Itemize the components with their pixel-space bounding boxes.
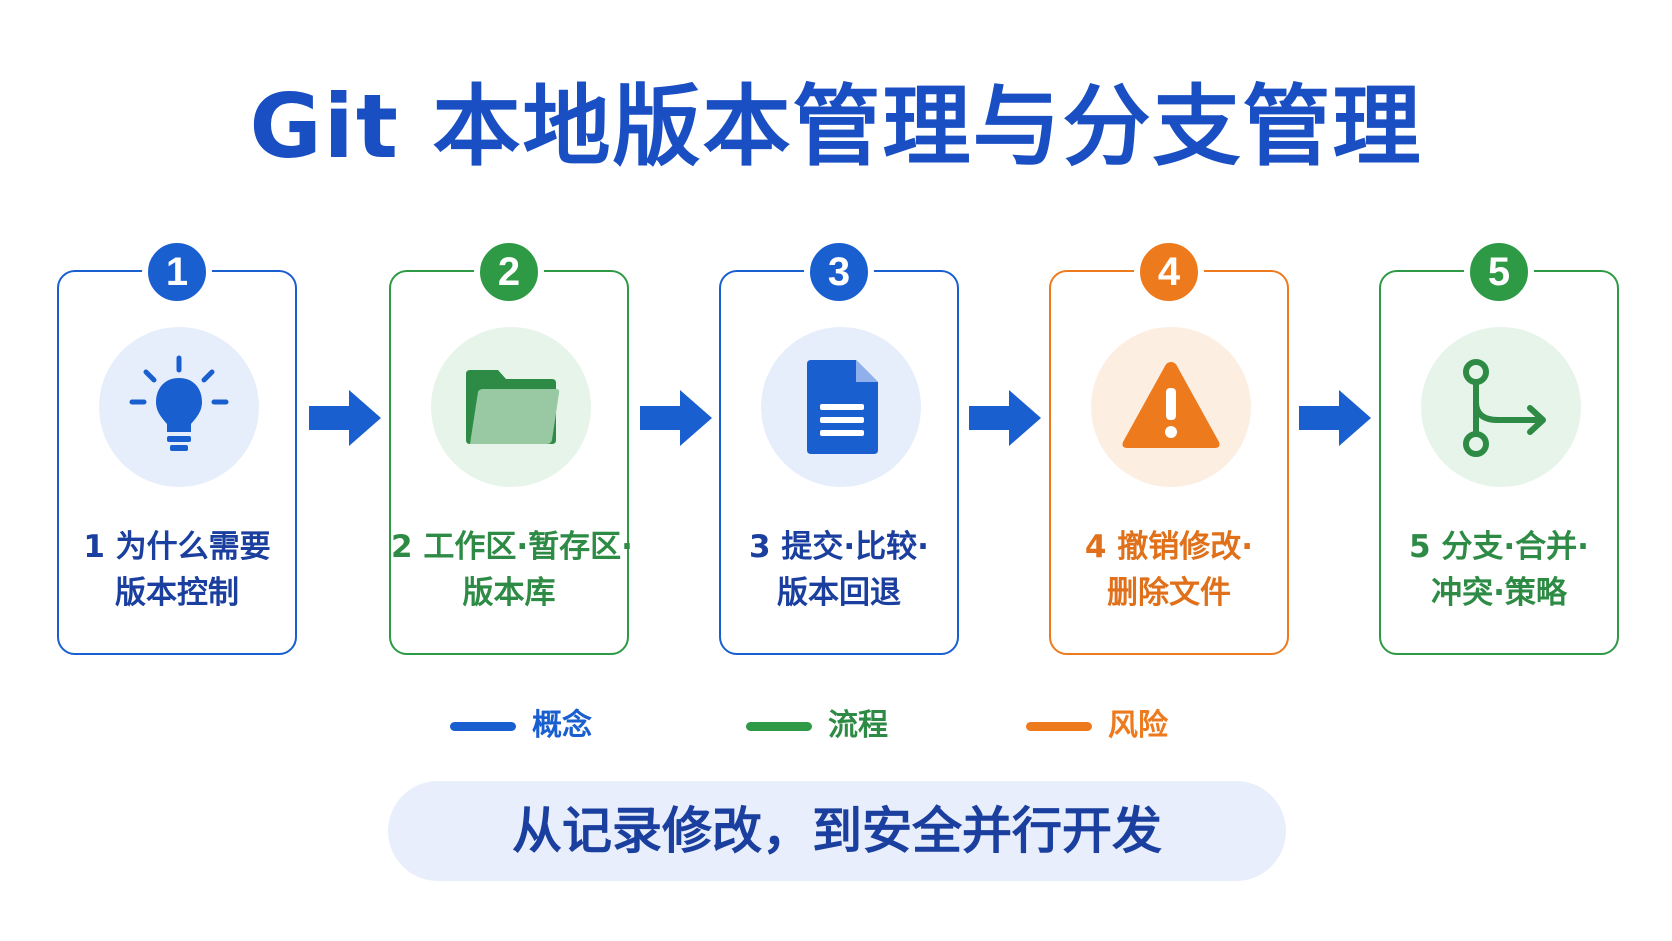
step-badge-2: 2 xyxy=(474,237,544,307)
step-label-line2: 冲突·策略 xyxy=(1431,575,1567,611)
step-label-line2: 版本回退 xyxy=(777,575,901,611)
footer-banner: 从记录修改，到安全并行开发 xyxy=(388,781,1286,881)
arrow-right-icon xyxy=(969,390,1041,446)
step-label-line1: 3 提交·比较· xyxy=(749,529,929,565)
step-label-line2: 版本库 xyxy=(462,575,556,611)
step-label-1: 1 为什么需要 版本控制 xyxy=(59,524,295,616)
legend-label: 概念 xyxy=(532,708,592,743)
step-label-3: 3 提交·比较· 版本回退 xyxy=(721,524,957,616)
icon-circle-1 xyxy=(99,327,259,487)
step-card-3: 3 3 提交·比较· 版本回退 xyxy=(719,237,959,655)
lightbulb-icon xyxy=(129,355,229,451)
step-badge-3: 3 xyxy=(804,237,874,307)
step-label-line1: 2 工作区·暂存区· xyxy=(391,529,633,565)
legend-label: 流程 xyxy=(828,708,888,743)
step-card-4: 4 4 撤销修改· 删除文件 xyxy=(1049,237,1289,655)
step-label-4: 4 撤销修改· 删除文件 xyxy=(1051,524,1287,616)
step-badge-1: 1 xyxy=(142,237,212,307)
step-card-5: 5 5 分支·合并· 冲突·策略 xyxy=(1379,237,1619,655)
icon-circle-3 xyxy=(761,327,921,487)
warning-icon xyxy=(1122,362,1220,448)
legend-swatch-green xyxy=(746,721,812,731)
legend-swatch-orange xyxy=(1026,721,1092,731)
step-label-line1: 4 撤销修改· xyxy=(1084,529,1254,565)
arrow-right-icon xyxy=(309,390,381,446)
step-label-line2: 版本控制 xyxy=(115,575,239,611)
page-title: Git 本地版本管理与分支管理 xyxy=(249,75,1423,178)
branch-icon xyxy=(1463,359,1546,457)
icon-circle-5 xyxy=(1421,327,1581,487)
legend-item-risk: 风险 xyxy=(1026,706,1168,746)
step-card-2: 2 2 工作区·暂存区· 版本库 xyxy=(389,237,633,655)
step-label-5: 5 分支·合并· 冲突·策略 xyxy=(1381,524,1617,616)
arrow-right-icon xyxy=(640,390,712,446)
icon-circle-2 xyxy=(431,327,591,487)
step-badge-4: 4 xyxy=(1134,237,1204,307)
document-icon xyxy=(807,360,878,454)
step-label-2: 2 工作区·暂存区· 版本库 xyxy=(391,524,633,616)
step-label-line1: 5 分支·合并· xyxy=(1409,529,1589,565)
arrow-right-icon xyxy=(1299,390,1371,446)
folder-icon xyxy=(466,370,560,444)
step-label-line2: 删除文件 xyxy=(1107,575,1231,611)
step-badge-5: 5 xyxy=(1464,237,1534,307)
icon-circle-4 xyxy=(1091,327,1251,487)
step-label-line1: 1 为什么需要 xyxy=(83,529,271,565)
step-card-1: 1 1 为什么需要 版本控制 xyxy=(57,237,297,655)
legend-swatch-blue xyxy=(450,721,516,731)
legend-item-concept: 概念 xyxy=(450,706,592,746)
legend-label: 风险 xyxy=(1108,708,1168,743)
legend-item-process: 流程 xyxy=(746,706,888,746)
